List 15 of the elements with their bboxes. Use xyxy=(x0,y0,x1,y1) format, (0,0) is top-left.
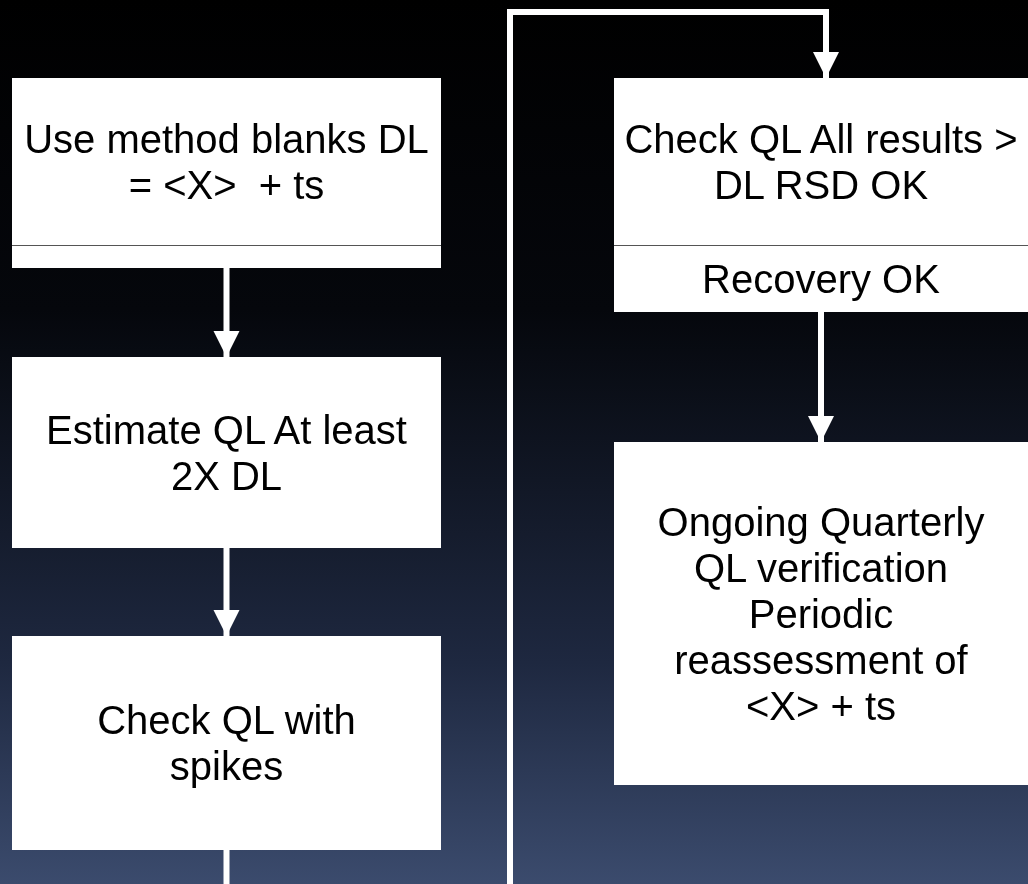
box-text: Check QL with spikes xyxy=(96,697,357,789)
process-box xyxy=(12,357,441,548)
arrow xyxy=(223,9,839,884)
box-text: Estimate QL At least 2X DL xyxy=(45,406,408,499)
arrow xyxy=(213,548,240,636)
arrow xyxy=(808,312,834,442)
box-text: Check QL All results > DL RSD OK xyxy=(623,115,1019,208)
box-text: Recovery OK xyxy=(702,255,940,302)
process-box xyxy=(614,442,1028,785)
box-text: Ongoing Quarterly QL verification Periodic reassessment of <X> + ts xyxy=(656,498,986,729)
process-box xyxy=(614,78,1028,312)
arrow xyxy=(213,268,240,357)
process-box xyxy=(12,78,441,268)
box-text: Use method blanks DL = <X> + ts xyxy=(23,115,430,208)
process-box xyxy=(12,636,441,850)
